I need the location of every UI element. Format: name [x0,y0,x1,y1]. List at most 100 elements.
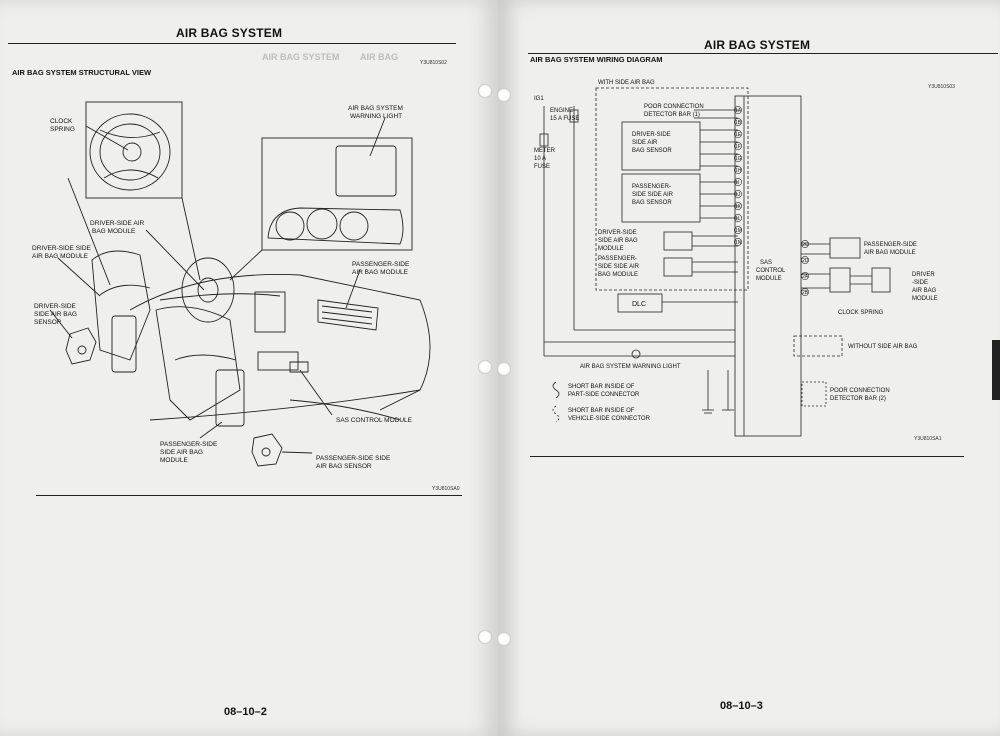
terminal-label: 1A [735,108,742,114]
label-passenger-sensor: PASSENGER-SIDE SIDE [316,455,391,462]
label-short-bar-vehicle: SHORT BAR INSIDE OF [568,408,635,414]
passenger-module-connector [663,257,693,277]
dlc-box [617,293,663,313]
terminal-pin [734,130,742,138]
label-driver-side-module-2: AIR BAG MODULE [32,253,89,260]
terminal-pin [734,238,742,246]
label-passenger-side-module-3: MODULE [160,457,188,464]
terminal-label: 1B [735,120,742,126]
label-passenger-module-2: AIR BAG MODULE [352,269,409,276]
label-meter-fuse-2: 10 A [534,156,546,162]
bleed-through-text: AIR BAG SYSTEM [262,52,340,62]
passenger-side-module-shape [215,369,245,427]
label-passenger-side-module-2: SIDE AIR BAG [160,449,203,456]
label-driver-module: DRIVER-SIDE AIR [90,220,144,227]
terminal-label: 1H [735,168,742,174]
terminal-pin [734,202,742,210]
terminal-pin [801,288,809,296]
sensor-wires [662,109,738,303]
pass-airbag-connector [829,237,861,259]
label-poor-connection-1b: DETECTOR BAR (1) [644,112,700,118]
label-passenger-module: PASSENGER-SIDE [352,261,410,268]
figure-code: Y3U810S02 [420,60,447,66]
terminal-pin [734,190,742,198]
binder-hole [478,360,492,374]
passenger-seat-shape [155,306,241,421]
terminal-label: 2D [802,258,809,264]
label-engine-fuse-2: 15 A FUSE [550,116,579,122]
label-pass-airbag-module-2: AIR BAG MODULE [864,250,916,256]
figure-title: AIR BAG SYSTEM STRUCTURAL VIEW [12,68,152,77]
terminal-pin [801,256,809,264]
label-driver-airbag-module: DRIVER [912,272,935,278]
page-edge-tab [992,340,1000,400]
steering-inset-box [85,101,183,199]
label-sas-control-module: SAS CONTROL MODULE [336,417,413,424]
figure-title: AIR BAG SYSTEM WIRING DIAGRAM [530,55,663,64]
label-clock-spring: CLOCK SPRING [838,310,884,316]
label-pass-airbag-module: PASSENGER-SIDE [864,242,917,248]
page-number: 08–10–3 [720,700,763,712]
label-driver-sensor: DRIVER-SIDE [34,303,77,310]
label-without-side-airbag: WITHOUT SIDE AIR BAG [848,344,918,350]
label-warning-light-2: WARNING LIGHT [350,113,402,120]
label-driver-module-2: SIDE AIR BAG [598,238,638,244]
page-header: AIR BAG SYSTEM [704,38,811,52]
page-header: AIR BAG SYSTEM [176,26,283,40]
label-driver-sensor-2: SIDE AIR [632,140,658,146]
label-short-bar-part: SHORT BAR INSIDE OF [568,384,635,390]
binder-hole [497,632,511,646]
figure-code: Y3U810S03 [928,84,955,90]
driver-sensor-box [621,121,701,171]
label-warning-light: AIR BAG SYSTEM WARNING LIGHT [580,364,681,370]
warning-light-symbol [631,349,641,359]
steering-wheel-outline [89,113,171,191]
label-short-bar-vehicle-2: VEHICLE-SIDE CONNECTOR [568,416,651,422]
terminal-pin [734,154,742,162]
label-driver-airbag-module-3: AIR BAG [912,288,937,294]
label-driver-sensor-3: SENSOR [34,319,62,326]
passenger-sensor-box [621,173,701,223]
passenger-sensor-shape [251,433,283,467]
binder-hole [478,630,492,644]
terminal-pin [734,106,742,114]
label-driver-airbag-module-2: -SIDE [912,280,928,286]
label-passenger-sensor: PASSENGER- [632,184,671,190]
label-passenger-sensor-2: AIR BAG SENSOR [316,463,372,470]
terminal-pin [734,142,742,150]
warning-light-inset-box [261,137,413,251]
label-engine-fuse: ENGINE [550,108,573,114]
figure-code: Y3U810SA0 [432,486,460,492]
label-poor-connection-2: POOR CONNECTION [830,388,890,394]
right-page: AIR BAG SYSTEM AIR BAG SYSTEM WIRING DIA… [498,0,1000,736]
binder-hole [497,88,511,102]
clock-spring-connector-1 [829,267,851,293]
terminal-label: 2B [802,290,809,296]
label-passenger-side-module: PASSENGER-SIDE [160,441,218,448]
terminal-pin [734,118,742,126]
driver-module-connector [663,231,693,251]
figure-bottom-rule [530,456,964,457]
terminal-pin [734,166,742,174]
driver-side-module-shape [111,315,137,373]
figure-code: Y3U810SA1 [914,436,942,442]
label-passenger-module-3: BAG MODULE [598,272,638,278]
passenger-module-shape [317,299,379,331]
binder-hole [497,362,511,376]
label-driver-airbag-module-4: MODULE [912,296,938,302]
label-driver-side-module: DRIVER-SIDE SIDE [32,245,92,252]
label-driver-sensor-2: SIDE AIR BAG [34,311,77,318]
terminal-label: 2A [802,274,809,280]
label-ig1: IG1 [534,96,544,102]
label-clock-spring: CLOCK [50,118,73,125]
terminal-pin [801,272,809,280]
terminal-label: 1I [735,180,739,186]
terminal-label: 1J [735,192,741,198]
label-driver-module-2: BAG MODULE [92,228,136,235]
label-passenger-module-2: SIDE SIDE AIR [598,264,640,270]
driver-sensor-shape [65,327,97,365]
label-driver-sensor-3: BAG SENSOR [632,148,672,154]
sas-module-shape [289,361,309,373]
terminal-label: 1N [735,240,742,246]
